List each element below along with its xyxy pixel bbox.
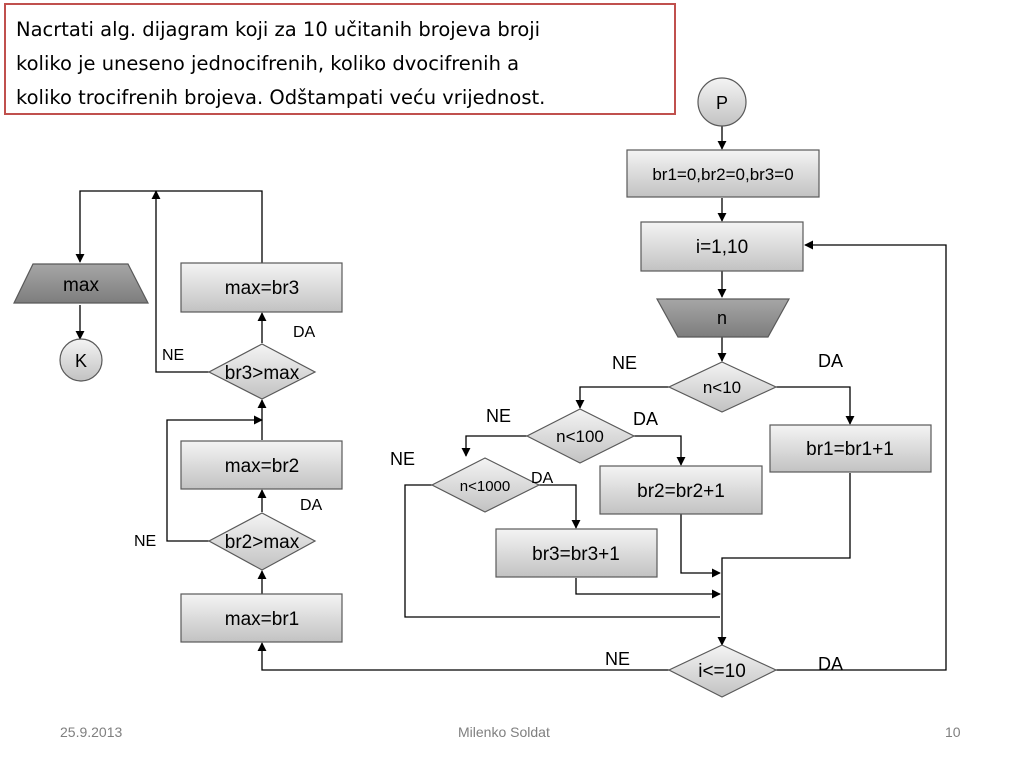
edge-n100-yes [634,435,686,466]
edge-br3-merge [575,578,721,599]
edge-cond3-no [151,190,209,373]
label-no-br2: NE [134,533,156,550]
svg-text:max=br2: max=br2 [225,456,299,477]
edge-n10-no [575,386,669,409]
svg-text:br2>max: br2>max [225,532,300,553]
edge-n10-yes [776,386,855,425]
edge-br1-merge [717,473,851,646]
label-no-loop: NE [605,649,630,669]
task-line: koliko je uneseno jednocifrenih, koliko … [16,52,520,75]
label-no-n100: NE [486,406,511,426]
footer-author: Milenko Soldat [458,724,550,740]
inc-br3-box: br3=br3+1 [495,528,658,578]
task-line: koliko trocifrenih brojeva. Odštampati v… [16,86,546,109]
max-br1-box: max=br1 [180,593,343,643]
svg-text:br1=br1+1: br1=br1+1 [806,439,894,460]
svg-text:i<=10: i<=10 [698,661,746,682]
max-br2-box: max=br2 [180,440,343,490]
inc-br2-box: br2=br2+1 [599,465,763,515]
decision-br2-max: br2>max [207,512,317,571]
edge-loop-yes [776,240,947,671]
connectors [75,126,947,671]
task-line: Nacrtati alg. dijagram koji za 10 učitan… [16,18,541,41]
decision-br3-max: br3>max [207,343,317,400]
input-node: n [655,298,791,338]
edge-cond2-no [166,415,263,542]
footer-date: 25.9.2013 [60,724,123,740]
svg-text:n<1000: n<1000 [460,478,510,495]
edge-n100-no [461,435,527,457]
start-node: P [697,77,747,127]
label-yes-br3: DA [293,324,316,341]
decision-loop: i<=10 [667,644,778,698]
svg-text:max=br3: max=br3 [225,278,299,299]
decision-n10: n<10 [667,361,778,413]
svg-text:n<10: n<10 [703,378,741,397]
decision-n1000: n<1000 [430,457,541,513]
footer-page-number: 10 [945,724,961,740]
edge-n1000-no [404,484,720,618]
svg-text:br3>max: br3>max [225,363,300,384]
label-no-br3: NE [162,347,184,364]
svg-text:max: max [63,275,99,296]
output-node: max [13,263,149,304]
decision-n100: n<100 [525,408,636,464]
branch-labels: DA NE DA NE DA NE DA NE DA NE DA NE [134,324,843,674]
svg-text:br2=br2+1: br2=br2+1 [637,481,725,502]
svg-text:n<100: n<100 [556,427,604,446]
edge-br2-merge [680,514,721,578]
label-yes-loop: DA [818,654,843,674]
label-yes-n100: DA [633,409,658,429]
end-node: K [59,338,103,382]
edge-loop-no [257,642,669,671]
svg-text:max=br1: max=br1 [225,609,299,630]
max-br3-box: max=br3 [180,262,343,313]
label-yes-br2: DA [300,497,323,514]
svg-text:K: K [75,351,87,371]
svg-text:n: n [717,308,727,328]
label-yes-n10: DA [818,351,843,371]
edge-maxbr3-out [75,190,263,263]
inc-br1-box: br1=br1+1 [769,424,932,473]
svg-text:i=1,10: i=1,10 [696,237,748,258]
label-no-n10: NE [612,353,637,373]
svg-text:P: P [716,93,728,113]
label-yes-n1000: DA [531,470,554,487]
init-box: br1=0,br2=0,br3=0 [626,149,820,198]
edge-n1000-yes [539,484,581,529]
label-no-n1000: NE [390,449,415,469]
loop-box: i=1,10 [640,221,804,272]
task-description: Nacrtati alg. dijagram koji za 10 učitan… [4,3,676,115]
svg-text:br3=br3+1: br3=br3+1 [532,544,620,565]
svg-text:br1=0,br2=0,br3=0: br1=0,br2=0,br3=0 [652,165,793,184]
